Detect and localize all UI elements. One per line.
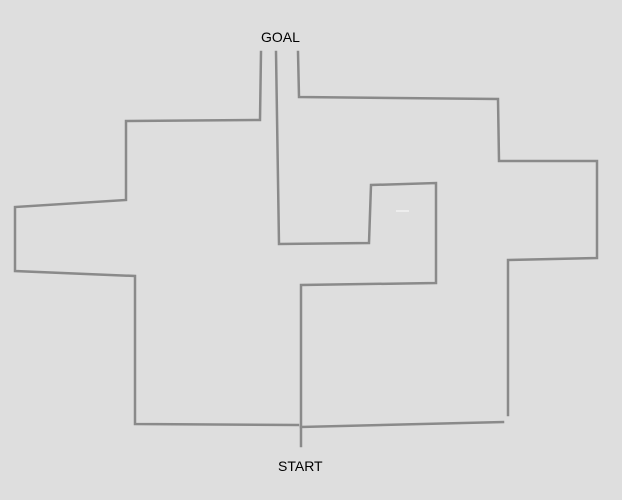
start-label: START <box>278 458 323 474</box>
maze-wall-left-outer <box>13 50 300 427</box>
maze-wall-bottom-right <box>299 420 505 429</box>
maze-wall-goal-channel-inner <box>274 50 438 448</box>
maze-wall-right-outer <box>296 50 599 417</box>
goal-label: GOAL <box>261 29 300 45</box>
maze-walls <box>13 50 599 448</box>
